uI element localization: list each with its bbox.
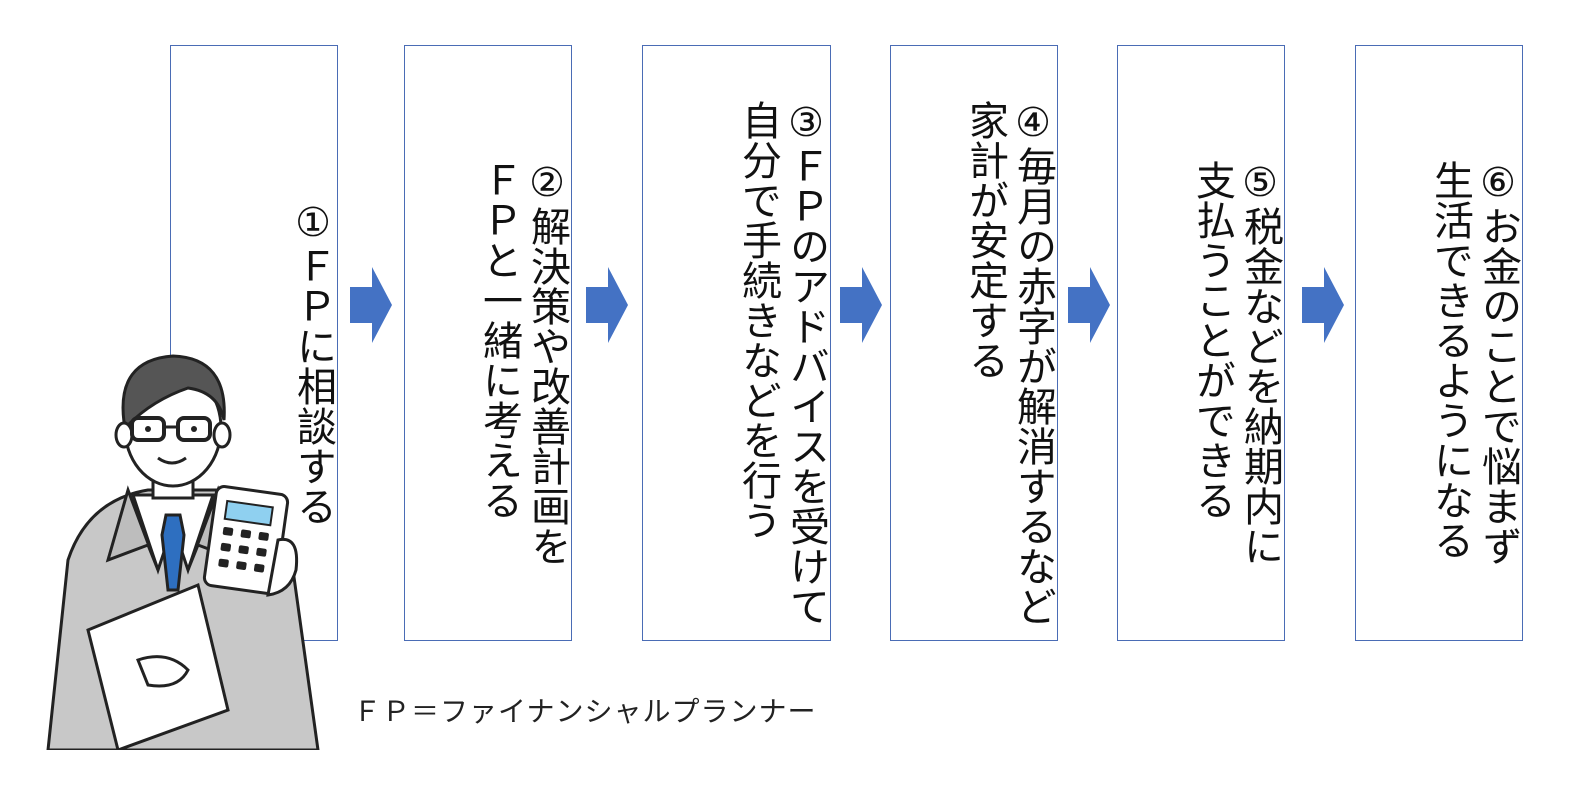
right-arrow-icon	[1068, 267, 1110, 343]
step-6-text: ⑥お金のことで悩まず 生活できるようになる	[1427, 160, 1521, 566]
step-box-5: ⑤税金などを納期内に 支払うことができる	[1117, 45, 1285, 641]
step-box-2: ②解決策や改善計画を ＦＰと一緒に考える	[404, 45, 572, 641]
right-arrow-icon	[1302, 267, 1344, 343]
step-4-text: ④毎月の赤字が解消するなど 家計が安定する	[962, 100, 1056, 626]
right-arrow-icon	[350, 267, 392, 343]
step-5-text: ⑤税金などを納期内に 支払うことができる	[1189, 160, 1283, 566]
step-3-text: ③ＦＰのアドバイスを受けて 自分で手続きなどを行う	[735, 100, 829, 626]
right-arrow-icon	[840, 267, 882, 343]
step-2-text: ②解決策や改善計画を ＦＰと一緒に考える	[476, 160, 570, 566]
step-box-6: ⑥お金のことで悩まず 生活できるようになる	[1355, 45, 1523, 641]
step-box-4: ④毎月の赤字が解消するなど 家計が安定する	[890, 45, 1058, 641]
right-arrow-icon	[586, 267, 628, 343]
footnote: ＦＰ＝ファイナンシャルプランナー	[353, 695, 817, 728]
advisor-with-calculator-illustration	[46, 354, 320, 750]
step-1-text: ①ＦＰに相談する	[290, 200, 336, 526]
step-box-3: ③ＦＰのアドバイスを受けて 自分で手続きなどを行う	[642, 45, 831, 641]
